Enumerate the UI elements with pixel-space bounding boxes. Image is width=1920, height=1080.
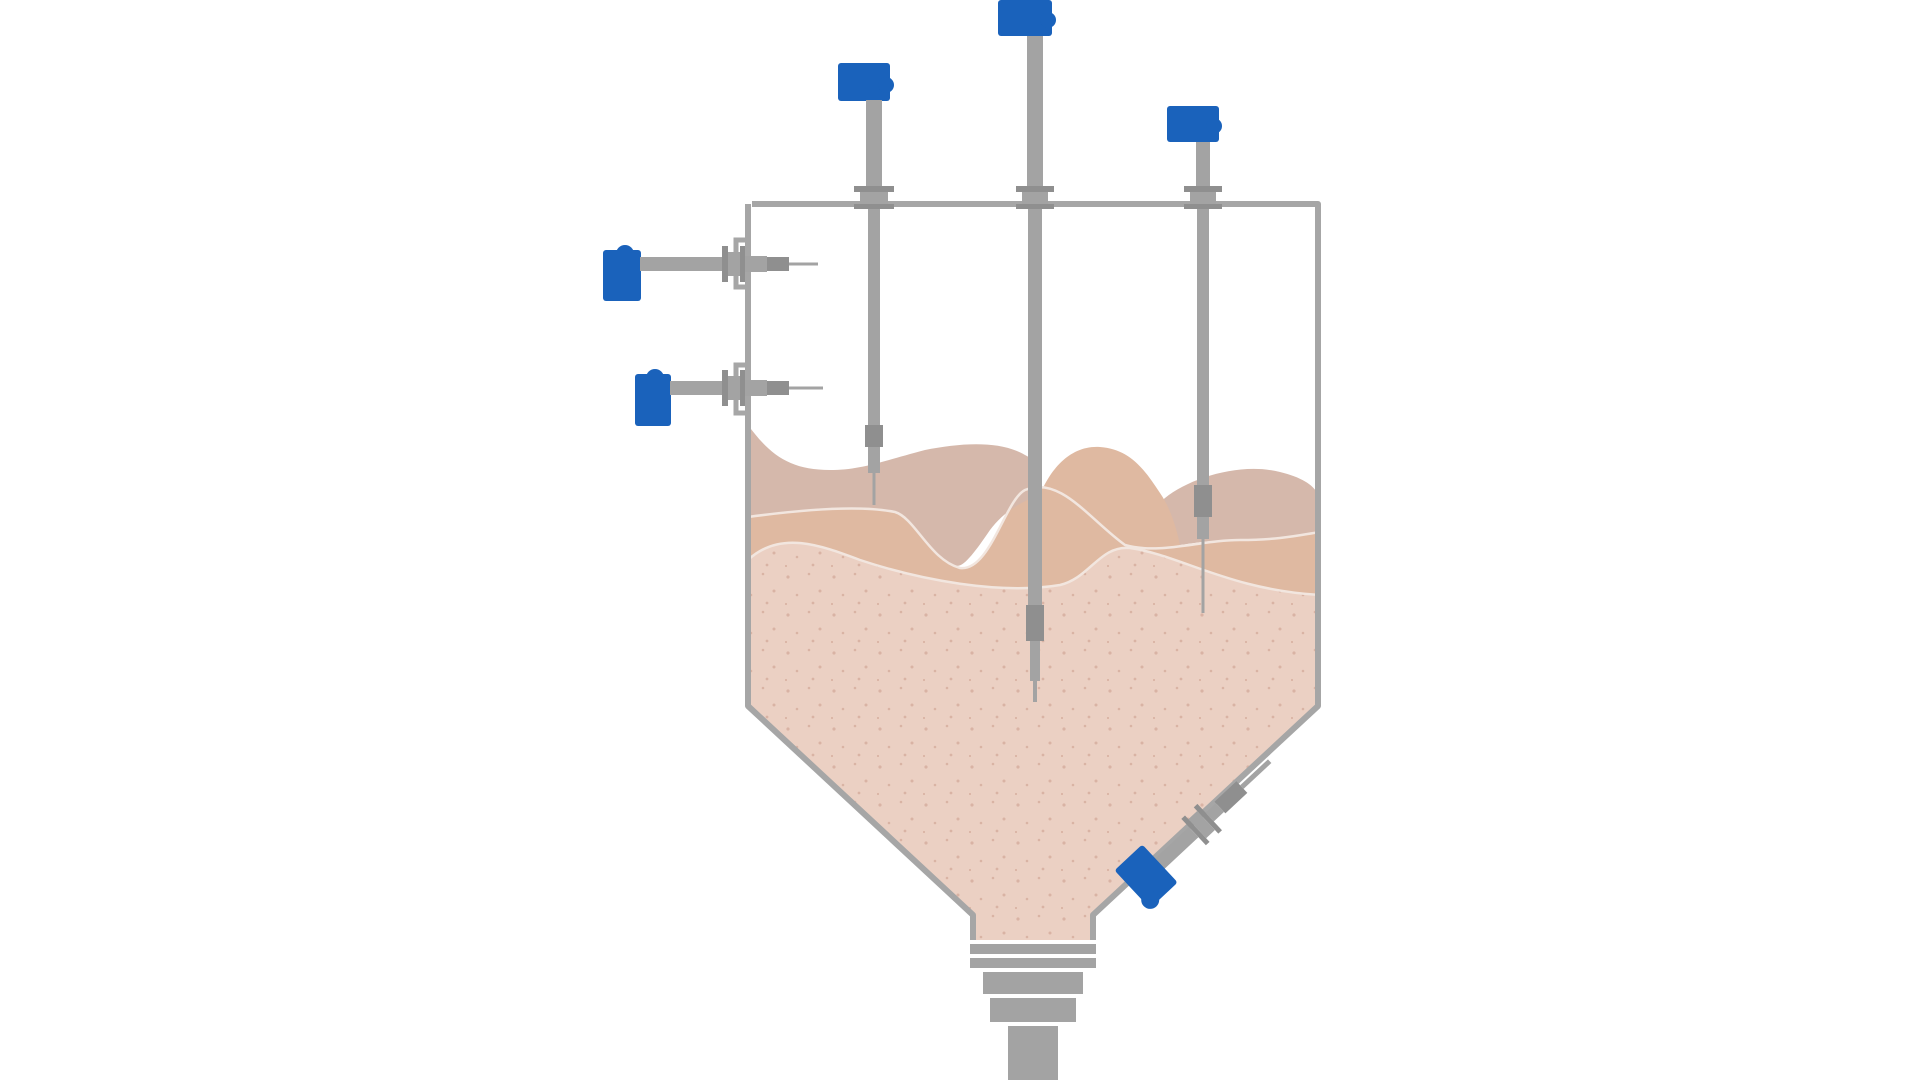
material-boundary-line — [748, 485, 1318, 570]
cone-sensor-angled[interactable] — [1112, 742, 1289, 912]
material-upper-center-mound — [1040, 446, 1180, 552]
material-boundary-line — [748, 541, 1318, 597]
top-rod-sensor-center[interactable] — [998, 0, 1056, 702]
side-sensor-upper[interactable] — [603, 245, 818, 301]
sensor-head-icon — [998, 0, 1052, 36]
top-rod-sensor-right[interactable] — [1167, 106, 1222, 613]
top-rod-sensor-left[interactable] — [838, 63, 894, 505]
side-sensor-lower[interactable] — [635, 369, 823, 426]
silo-wall — [745, 201, 1321, 940]
sensor-head-icon — [1167, 106, 1219, 142]
sensor-head-icon — [603, 250, 641, 301]
sensor-head-icon — [635, 374, 671, 426]
sensor-head-icon — [1115, 845, 1177, 908]
outlet-flange-icon — [970, 944, 1096, 1080]
sensor-head-icon — [838, 63, 890, 101]
